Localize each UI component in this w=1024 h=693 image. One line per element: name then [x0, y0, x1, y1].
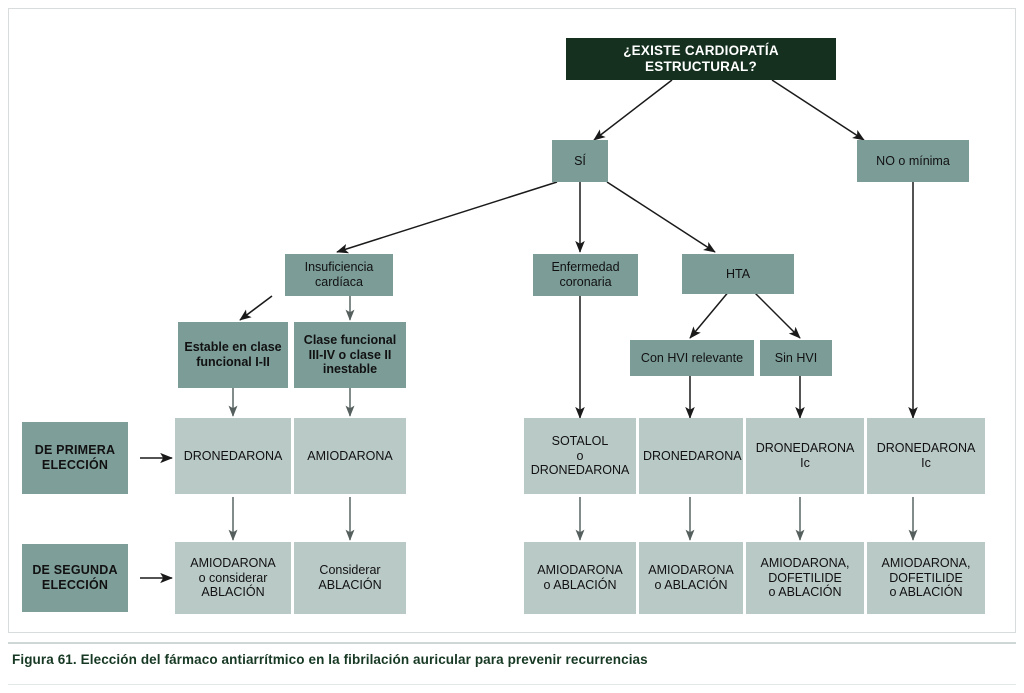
node-s4-line2: o ABLACIÓN [654, 578, 728, 592]
node-s5-line1: AMIODARONA, [760, 555, 850, 570]
node-primera-amiodarona[interactable]: AMIODARONA [294, 418, 406, 494]
node-primera-sotalol-dronedarona[interactable]: SOTALOL o DRONEDARONA [524, 418, 636, 494]
node-p3-line1: SOTALOL [551, 433, 609, 448]
node-s2-line1: Considerar [319, 563, 381, 578]
node-s4-line1: AMIODARONA [648, 563, 734, 578]
node-hta[interactable]: HTA [682, 254, 794, 294]
node-no-minima[interactable]: NO o mínima [857, 140, 969, 182]
row-label-primera-line2: ELECCIÓN [41, 458, 109, 472]
node-s3-line2: o ABLACIÓN [543, 578, 617, 592]
node-enfermedad-line2: coronaria [559, 275, 612, 289]
node-primera-dronedarona-hvi[interactable]: DRONEDARONA [639, 418, 743, 494]
node-estable-line2: funcional I-II [196, 355, 270, 369]
node-p3-line2: o [576, 448, 584, 463]
node-p5-line1: DRONEDARONA [755, 441, 855, 456]
node-sin-hvi[interactable]: Sin HVI [760, 340, 832, 376]
node-enfermedad-coronaria[interactable]: Enfermedad coronaria [533, 254, 638, 296]
row-label-de-segunda-eleccion[interactable]: DE SEGUNDA ELECCIÓN [22, 544, 128, 612]
node-s6-line1: AMIODARONA, [881, 555, 971, 570]
figure-caption: Figura 61. Elección del fármaco antiarrí… [12, 652, 1012, 667]
node-s2-line2: ABLACIÓN [318, 578, 382, 592]
node-segunda-amiodarona-ablacion-ec[interactable]: AMIODARONA o ABLACIÓN [524, 542, 636, 614]
node-p6-line1: DRONEDARONA [876, 441, 976, 456]
figure-caption-text: Elección del fármaco antiarrítmico en la… [80, 652, 648, 667]
node-segunda-amiodarona-ablacion[interactable]: AMIODARONA o considerar ABLACIÓN [175, 542, 291, 614]
caption-top-rule [8, 642, 1016, 644]
node-clase-funcional-iii-iv[interactable]: Clase funcional III-IV o clase II inesta… [294, 322, 406, 388]
node-clase34-line1: Clase funcional [303, 332, 397, 347]
node-p3-line3: DRONEDARONA [530, 463, 630, 478]
figure-frame [8, 8, 1016, 633]
caption-bottom-rule [8, 684, 1016, 685]
node-s5-line2: DOFETILIDE [768, 570, 842, 585]
node-s6-line3: o ABLACIÓN [889, 585, 963, 600]
node-p1-label: DRONEDARONA [183, 448, 283, 463]
node-insuficiencia-line2: cardíaca [315, 275, 363, 289]
node-estable-clase-funcional[interactable]: Estable en clase funcional I-II [178, 322, 288, 388]
node-segunda-dofetilide-nominima[interactable]: AMIODARONA, DOFETILIDE o ABLACIÓN [867, 542, 985, 614]
node-root[interactable]: ¿EXISTE CARDIOPATÍA ESTRUCTURAL? [566, 38, 836, 80]
node-segunda-considerar-ablacion[interactable]: Considerar ABLACIÓN [294, 542, 406, 614]
figure-caption-number: Figura 61. [12, 652, 77, 667]
node-s6-line2: DOFETILIDE [889, 570, 963, 585]
node-p4-label: DRONEDARONA [643, 448, 742, 463]
row-label-segunda-line2: ELECCIÓN [41, 578, 109, 592]
node-segunda-amiodarona-ablacion-hvi[interactable]: AMIODARONA o ABLACIÓN [639, 542, 743, 614]
node-sinhvi-label: Sin HVI [774, 350, 818, 365]
node-s1-line2: o considerar [198, 570, 268, 585]
node-conhvi-label: Con HVI relevante [640, 350, 744, 365]
node-segunda-dofetilide-sinhvi[interactable]: AMIODARONA, DOFETILIDE o ABLACIÓN [746, 542, 864, 614]
node-si-label: SÍ [574, 153, 586, 168]
node-clase34-line3: inestable [322, 362, 378, 377]
node-enfermedad-line1: Enfermedad [551, 260, 620, 275]
node-no-minima-label: NO o mínima [876, 153, 950, 168]
node-primera-dronedarona-ic-sinhvi[interactable]: DRONEDARONA Ic [746, 418, 864, 494]
row-label-primera-line1: DE PRIMERA [34, 443, 116, 458]
row-label-segunda-line1: DE SEGUNDA [32, 563, 118, 578]
node-p6-line2: Ic [921, 456, 931, 470]
row-label-de-primera-eleccion[interactable]: DE PRIMERA ELECCIÓN [22, 422, 128, 494]
node-primera-dronedarona-ic-nominima[interactable]: DRONEDARONA Ic [867, 418, 985, 494]
node-insuficiencia-line1: Insuficiencia [304, 260, 374, 275]
node-insuficiencia-cardiaca[interactable]: Insuficiencia cardíaca [285, 254, 393, 296]
node-primera-dronedarona[interactable]: DRONEDARONA [175, 418, 291, 494]
node-clase34-line2: III-IV o clase II [308, 347, 392, 362]
node-s1-line3: ABLACIÓN [201, 585, 265, 600]
node-si[interactable]: SÍ [552, 140, 608, 182]
node-p2-label: AMIODARONA [307, 448, 393, 463]
node-hta-label: HTA [725, 266, 751, 281]
node-s5-line3: o ABLACIÓN [768, 585, 842, 600]
node-root-label: ¿EXISTE CARDIOPATÍA ESTRUCTURAL? [623, 43, 779, 74]
node-con-hvi-relevante[interactable]: Con HVI relevante [630, 340, 754, 376]
node-p5-line2: Ic [800, 456, 810, 470]
node-s1-line1: AMIODARONA [190, 555, 276, 570]
node-s3-line1: AMIODARONA [537, 563, 623, 578]
node-estable-line1: Estable en clase [184, 340, 282, 355]
